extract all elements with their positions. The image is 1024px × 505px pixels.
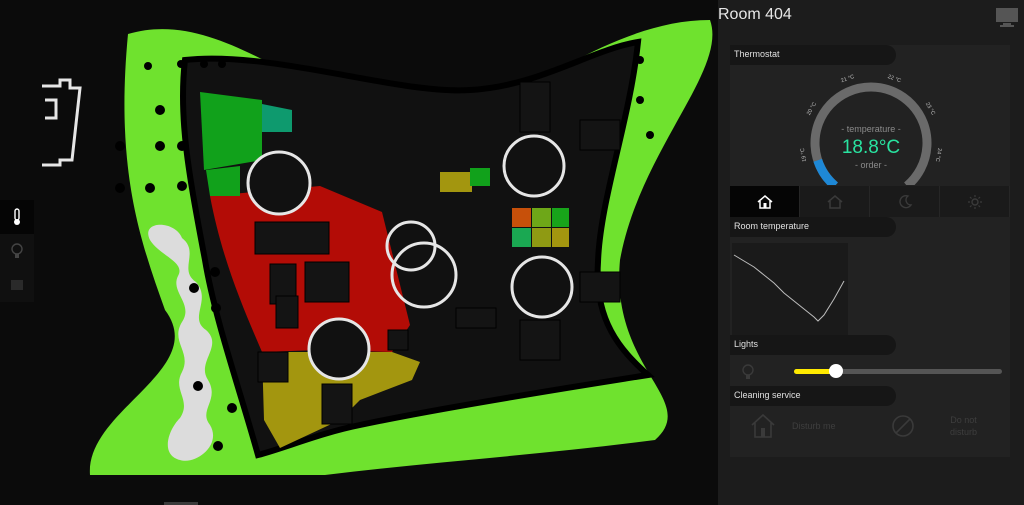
zone-olive-small[interactable] xyxy=(440,172,472,192)
do-not-disturb-line2: disturb xyxy=(950,427,978,437)
mini-plan xyxy=(42,78,82,167)
floor-plan-map[interactable] xyxy=(0,0,718,505)
tool-lights[interactable] xyxy=(0,234,34,268)
gauge-tick-label: 19 °C xyxy=(800,147,808,162)
garden-path xyxy=(148,224,214,461)
gauge-arc-track xyxy=(810,82,932,185)
gauge-tick-label: 20 °C xyxy=(806,101,818,116)
cleaning-label: Cleaning service xyxy=(734,390,801,400)
home-icon xyxy=(751,413,775,438)
moon-icon xyxy=(898,194,912,208)
gauge-value: 18.8°C xyxy=(842,137,900,158)
sun-icon xyxy=(967,194,982,209)
room-temperature-header: Room temperature xyxy=(730,217,1010,237)
gauge-tick-label: 23 °C xyxy=(924,102,936,117)
monitor-icon[interactable] xyxy=(994,4,1020,30)
temperature-trend-line xyxy=(733,254,845,322)
lights-header: Lights xyxy=(730,335,1010,355)
gauge-caption: - temperature - xyxy=(841,124,901,134)
square-icon xyxy=(11,280,23,290)
cleaning-header: Cleaning service xyxy=(730,386,1010,406)
mode-day[interactable] xyxy=(940,186,1010,217)
lights-slider-knob[interactable] xyxy=(828,364,843,378)
room-temperature-label: Room temperature xyxy=(734,221,810,231)
room-blocks xyxy=(254,81,621,425)
do-not-disturb-button[interactable]: Do not disturb xyxy=(890,405,977,447)
gauge-tick-label: 24 °C xyxy=(934,147,942,162)
thermostat-label: Thermostat xyxy=(734,49,780,59)
thermostat-gauge[interactable]: 18 °C19 °C20 °C21 °C22 °C23 °C24 °C25 °C… xyxy=(796,71,946,185)
tool-temperature[interactable] xyxy=(0,200,34,234)
lights-slider-fill xyxy=(794,369,836,374)
thermostat-modes xyxy=(730,186,1010,217)
gauge-order: - order - xyxy=(855,160,887,170)
room-temperature-graph[interactable] xyxy=(732,243,848,335)
thermometer-icon xyxy=(14,208,20,225)
round-towers xyxy=(246,134,574,381)
mode-away[interactable] xyxy=(800,186,870,217)
left-toolbar xyxy=(0,200,34,302)
zone-green-mid[interactable] xyxy=(206,166,240,196)
do-not-disturb-line1: Do not xyxy=(950,415,977,425)
zone-green-small[interactable] xyxy=(470,168,490,186)
light-bulb-icon xyxy=(11,243,23,258)
room-panel: Room 404 Thermostat 18 °C19 °C20 °C21 °C… xyxy=(718,0,1024,505)
room-header: Room 404 xyxy=(718,0,1024,32)
no-entry-icon xyxy=(892,415,914,437)
mode-night[interactable] xyxy=(870,186,940,217)
lights-label: Lights xyxy=(734,339,759,349)
map-scroll-indicator xyxy=(164,502,198,505)
light-bulb-icon xyxy=(742,364,754,379)
away-icon xyxy=(827,194,842,209)
tool-blinds[interactable] xyxy=(0,268,34,302)
gauge-tick-label: 22 °C xyxy=(887,74,902,84)
mode-home[interactable] xyxy=(730,186,800,217)
gauge-tick-label: 21 °C xyxy=(840,74,855,84)
room-title: Room 404 xyxy=(718,6,792,23)
room-card: Thermostat 18 °C19 °C20 °C21 °C22 °C23 °… xyxy=(730,45,1010,457)
zone-green-top[interactable] xyxy=(200,92,262,170)
disturb-me-label: Disturb me xyxy=(792,421,836,431)
trees xyxy=(115,56,654,451)
zone-teal-top[interactable] xyxy=(262,104,292,132)
home-icon xyxy=(757,194,772,209)
zone-grid[interactable] xyxy=(512,208,569,247)
disturb-me-button[interactable]: Disturb me xyxy=(750,405,836,447)
lights-slider[interactable] xyxy=(794,364,1002,378)
gauge-arc-value xyxy=(813,158,839,185)
thermostat-header: Thermostat xyxy=(730,45,1010,65)
